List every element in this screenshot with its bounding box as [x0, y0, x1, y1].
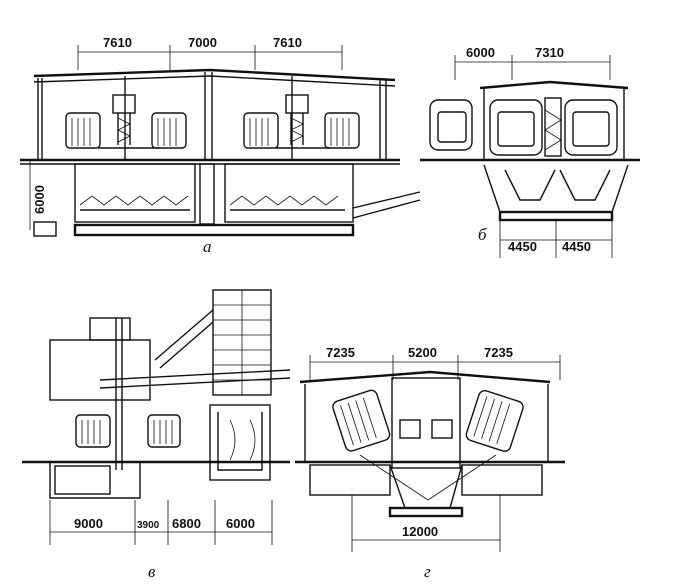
- panel-b-dim-bottom-2: 4450: [562, 239, 591, 254]
- panel-b: 6000 7310 4450 4450 б: [420, 45, 640, 258]
- panel-a-dim-2: 7000: [188, 35, 217, 50]
- panel-b-label: б: [478, 225, 487, 244]
- panel-v-dim-1: 9000: [74, 516, 103, 531]
- panel-g-dim-2: 5200: [408, 345, 437, 360]
- panel-v-dim-4: 6000: [226, 516, 255, 531]
- panel-a-dim-1: 7610: [103, 35, 132, 50]
- panel-v-dim-2: 3900: [137, 520, 160, 531]
- panel-v-dim-3: 6800: [172, 516, 201, 531]
- panel-g-dim-bottom: 12000: [402, 524, 438, 539]
- panel-g-label: г: [424, 562, 431, 581]
- panel-a: 7610 7000 7610: [20, 35, 421, 256]
- panel-b-dim-top-2: 7310: [535, 45, 564, 60]
- panel-a-label: а: [203, 237, 212, 256]
- panel-g-dim-3: 7235: [484, 345, 513, 360]
- panel-g: 7235 5200 7235: [295, 345, 565, 581]
- panel-b-dim-bottom-1: 4450: [508, 239, 537, 254]
- panel-b-dim-top-1: 6000: [466, 45, 495, 60]
- panel-a-dim-3: 7610: [273, 35, 302, 50]
- panel-g-dim-1: 7235: [326, 345, 355, 360]
- panel-a-dim-side: 6000: [32, 185, 47, 214]
- panel-v: 9000 3900 6800 6000 в: [22, 289, 291, 581]
- panel-v-label: в: [148, 562, 156, 581]
